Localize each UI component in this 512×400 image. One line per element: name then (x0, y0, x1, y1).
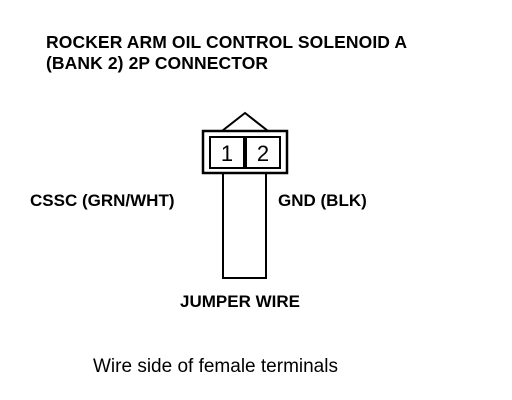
pin-2-label: 2 (257, 141, 269, 166)
pin-1-label: 1 (221, 141, 233, 166)
title-line-1: ROCKER ARM OIL CONTROL SOLENOID A (46, 32, 408, 52)
terminal-1-cavity (209, 136, 245, 169)
right-wire-label: GND (BLK) (278, 191, 367, 210)
left-wire-label: CSSC (GRN/WHT) (30, 191, 175, 210)
title-line-2: (BANK 2) 2P CONNECTOR (46, 53, 269, 73)
terminal-2-cavity (245, 136, 281, 169)
jumper-wire (222, 173, 267, 279)
connector-lock-tab (221, 111, 269, 132)
jumper-wire-label: JUMPER WIRE (180, 292, 300, 311)
view-caption: Wire side of female terminals (93, 356, 338, 377)
diagram-title: ROCKER ARM OIL CONTROL SOLENOID A (BANK … (46, 32, 407, 74)
